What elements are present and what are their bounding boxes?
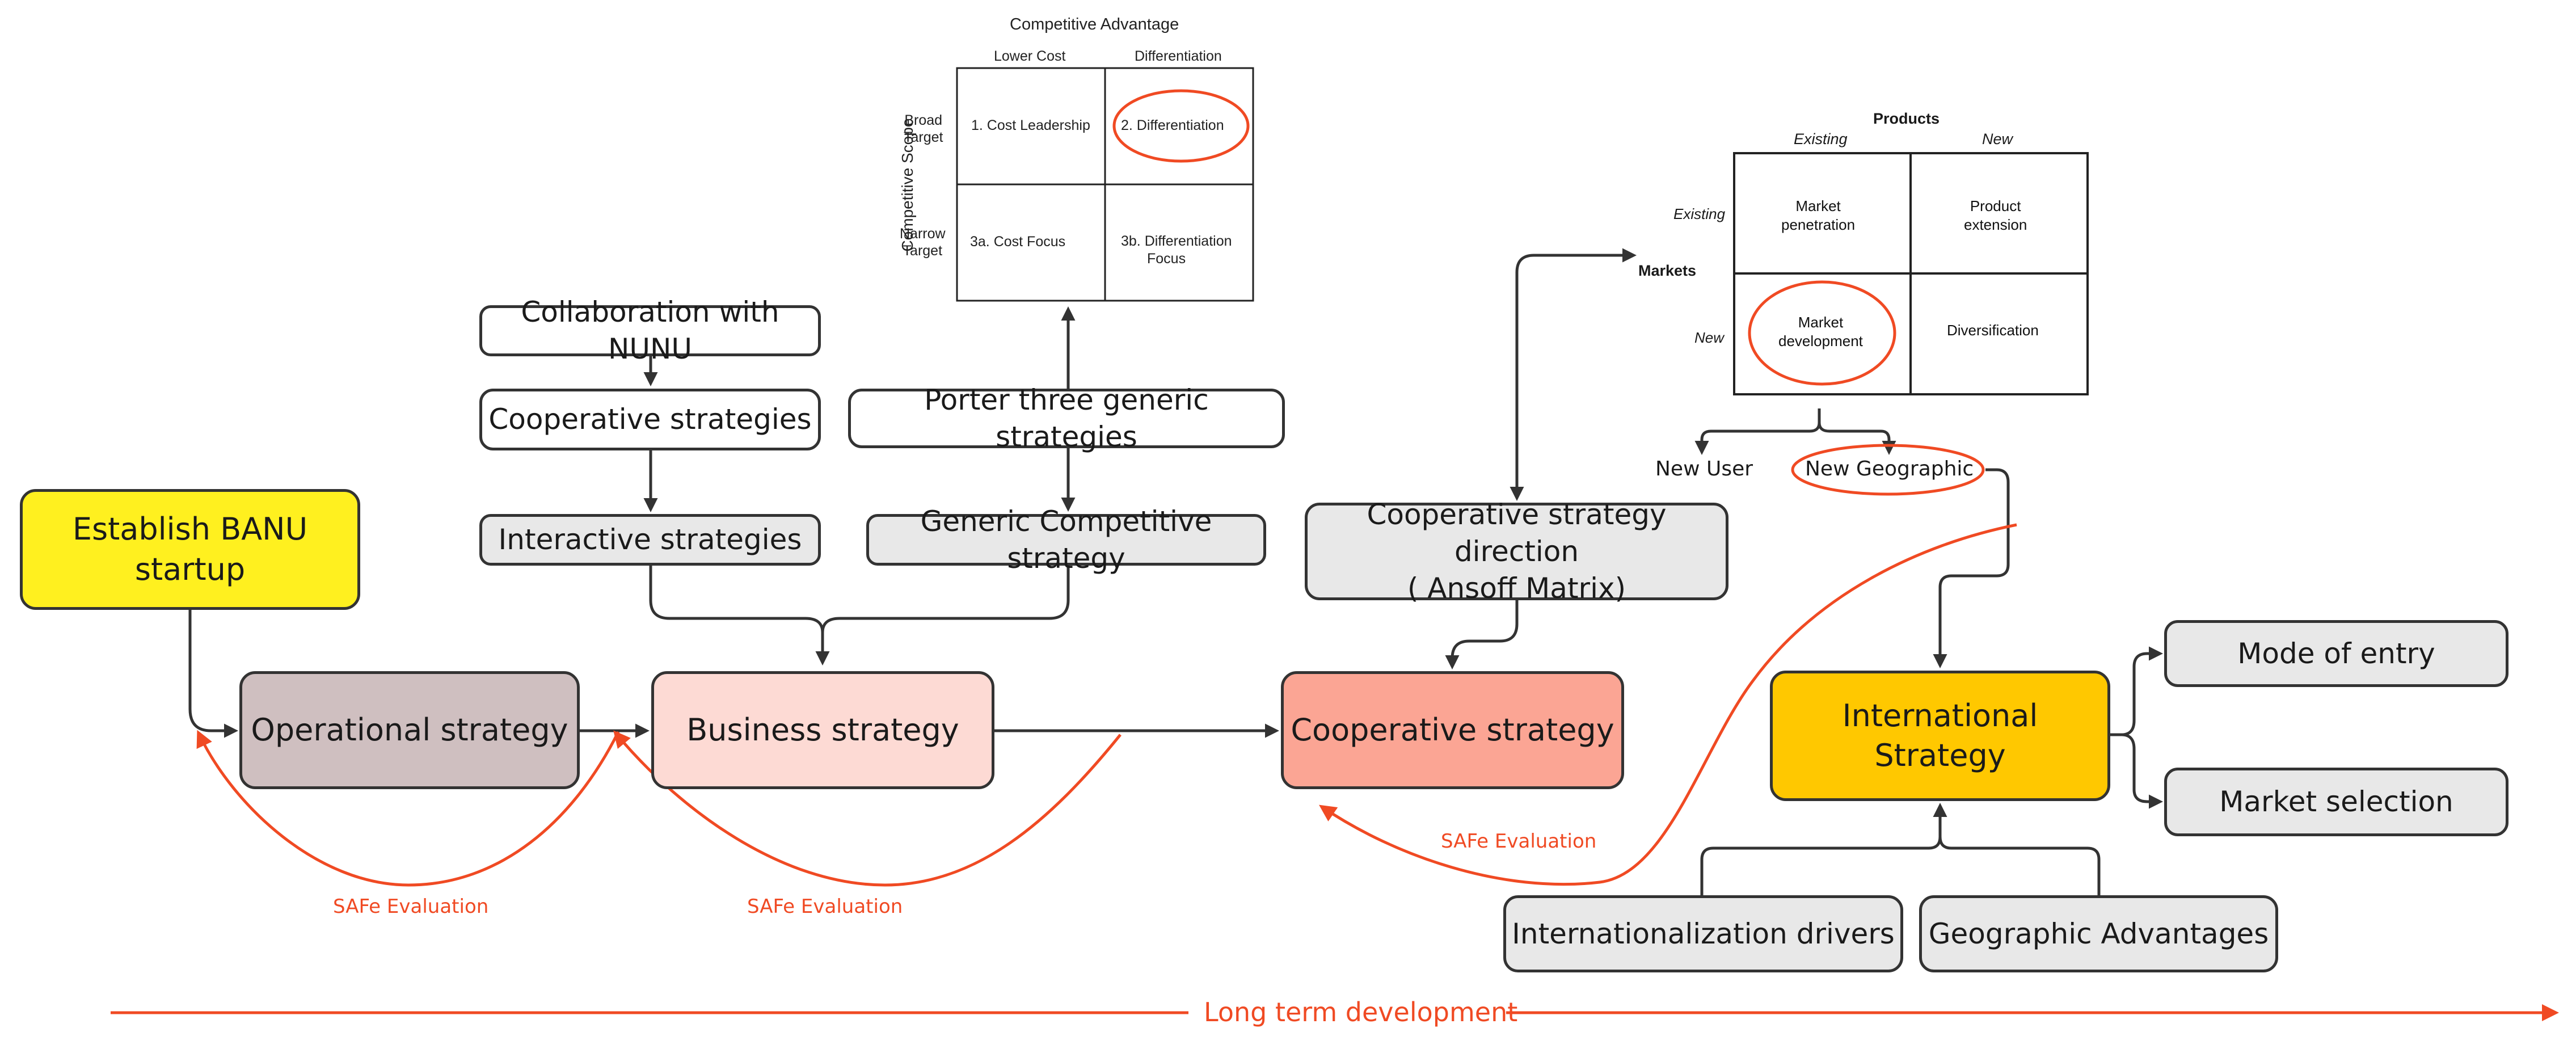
internationalization-drivers-label: Internationalization drivers [1512,917,1895,950]
porter-cell-diff-focus-1: 3b. Differentiation [1121,233,1232,249]
arrow-geo-intl [1938,836,2101,895]
collaboration-nunu-node[interactable]: Collaboration with NUNU [479,296,821,365]
porter-cell-diff-focus-2: Focus [1147,251,1186,267]
porter-strategies-label: Porter three generic strategies [924,383,1209,453]
cooperative-strategies-node[interactable]: Cooperative strategies [479,389,821,450]
porter-row-narrow: Narrow Target [900,225,946,259]
porter-row-broad-2: Target [904,129,943,145]
arrow-drivers-intl [1700,803,1947,895]
cooperative-strategy-node[interactable]: Cooperative strategy [1281,671,1624,789]
porter-title: Competitive Advantage [1010,15,1179,33]
business-strategy-node[interactable]: Business strategy [651,671,994,789]
long-term-development-label: Long term development [1204,997,1518,1027]
arrow-ansoff-cooperative [1445,600,1519,669]
international-strategy-label: International Strategy [1842,697,2038,773]
arrow-matrix-newgeo [1818,422,1896,455]
establish-banu-node[interactable]: Establish BANU startup [20,489,360,610]
cooperative-strategy-label: Cooperative strategy [1291,711,1614,748]
market-selection-node[interactable]: Market selection [2164,768,2508,836]
operational-strategy-node[interactable]: Operational strategy [239,671,580,789]
ansoff-title: Products [1873,110,1940,127]
arrow-ansoff-markets [1510,248,1637,501]
ansoff-cell-market-development: Market development [1778,313,1863,350]
ansoff-row-existing: Existing [1673,205,1726,222]
ansoff-col-new: New [1982,130,2013,148]
new-user-label: New User [1655,457,1753,481]
mode-of-entry-label: Mode of entry [2237,637,2435,670]
evaluation-curves [196,523,2017,887]
porter-col-lower-cost: Lower Cost [994,48,1066,64]
cooperative-strategies-label: Cooperative strategies [488,403,812,436]
porter-cell-differentiation: 2. Differentiation [1121,117,1224,133]
generic-competitive-label: Generic Competitive strategy [920,504,1212,575]
safe-evaluation-label-1: SAFe Evaluation [333,895,489,918]
safe-evaluation-label-2: SAFe Evaluation [747,895,903,918]
ansoff-col-existing: Existing [1794,130,1848,148]
internationalization-drivers-node[interactable]: Internationalization drivers [1503,895,1903,972]
ansoff-direction-label-1: Cooperative strategy direction [1367,498,1667,568]
arrow-generic-merge [821,566,1070,633]
geographic-advantages-label: Geographic Advantages [1928,917,2269,950]
arrow-intl-mode [2109,646,2163,736]
geographic-advantages-node[interactable]: Geographic Advantages [1919,895,2278,972]
interactive-strategies-node[interactable]: Interactive strategies [479,514,821,566]
business-strategy-label: Business strategy [686,711,959,748]
eval-curve-1 [196,730,620,887]
ansoff-cell-extension-2: extension [1964,216,2027,233]
ansoff-cell-penetration-1: Market [1795,197,1841,214]
establish-banu-label: Establish BANU startup [72,511,308,587]
porter-row-narrow-1: Narrow [900,226,946,242]
porter-col-differentiation: Differentiation [1135,48,1222,64]
highlight-new-geographic [1791,444,1985,496]
interactive-strategies-label: Interactive strategies [498,523,802,556]
porter-cell-cost-leadership: 1. Cost Leadership [971,117,1090,133]
flow-arrows [188,248,2163,895]
porter-row-narrow-2: Target [903,243,943,259]
ansoff-cell-diversification: Diversification [1947,322,2039,339]
porter-cell-differentiation-focus: 3b. Differentiation Focus [1121,233,1232,268]
ansoff-cell-product-extension: Product extension [1964,197,2027,234]
eval-curve-2 [613,730,1122,887]
arrow-newgeo-international [1933,468,2010,668]
new-geographic-label: New Geographic [1805,457,1974,481]
highlight-differentiation [1112,89,1250,163]
arrow-interactive-merge [649,566,830,665]
ansoff-row-axis: Markets [1638,262,1697,279]
porter-matrix-grid [956,67,1254,302]
ansoff-cell-development-2: development [1778,332,1863,349]
arrow-matrix-newuser [1694,408,1821,455]
market-selection-label: Market selection [2219,785,2453,818]
ansoff-direction-node[interactable]: Cooperative strategy direction ( Ansoff … [1305,498,1728,605]
operational-strategy-label: Operational strategy [251,711,568,748]
porter-strategies-node[interactable]: Porter three generic strategies [848,384,1285,453]
arrow-establish-operational [188,610,238,738]
ansoff-direction-label-2: ( Ansoff Matrix) [1407,571,1626,605]
generic-competitive-node[interactable]: Generic Competitive strategy [866,505,1266,575]
ansoff-cell-market-penetration: Market penetration [1781,197,1855,234]
ansoff-cell-extension-1: Product [1970,197,2021,214]
highlight-market-development [1748,280,1896,386]
ansoff-cell-development-1: Market [1798,314,1844,331]
ansoff-matrix-grid [1733,152,2089,395]
porter-cell-cost-focus: 3a. Cost Focus [970,234,1066,250]
porter-row-broad-1: Broad [904,112,943,128]
mode-of-entry-node[interactable]: Mode of entry [2164,620,2508,687]
ansoff-cell-penetration-2: penetration [1781,216,1856,233]
collaboration-nunu-label: Collaboration with NUNU [521,296,779,365]
porter-row-broad: Broad Target [904,112,943,146]
eval-curve-3 [1319,523,2017,886]
arrow-intl-market [2121,733,2163,809]
international-strategy-node[interactable]: International Strategy [1770,671,2110,801]
safe-evaluation-label-3: SAFe Evaluation [1441,830,1597,853]
ansoff-row-new: New [1694,329,1725,346]
